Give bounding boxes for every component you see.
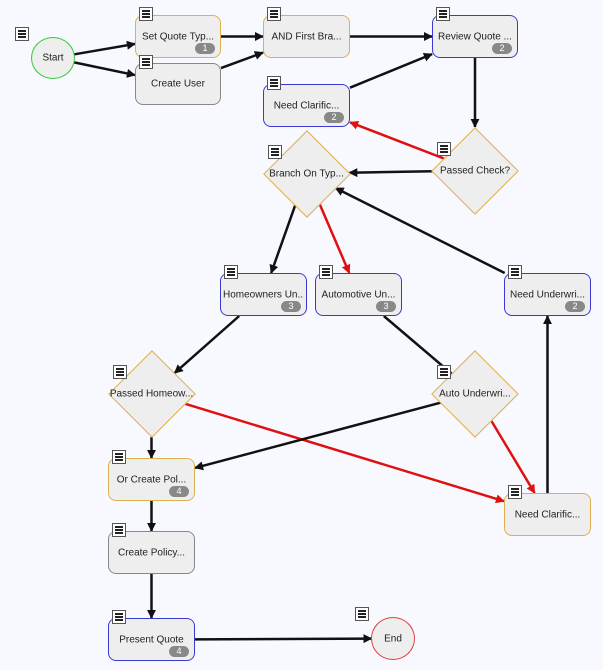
list-menu-icon[interactable] [268, 145, 282, 159]
list-menu-icon[interactable] [267, 7, 281, 21]
list-menu-icon[interactable] [437, 365, 451, 379]
edge-homeowners-underwriting-to-passed-homeowners[interactable] [173, 315, 241, 375]
node-label: Create User [151, 78, 205, 90]
node-and-first-branch[interactable]: AND First Bra... [263, 15, 350, 58]
edge-need-clarification-1-to-review-quote[interactable] [349, 52, 433, 89]
list-menu-icon[interactable] [224, 265, 238, 279]
node-homeowners-underwriting[interactable]: Homeowners Un...3 [220, 273, 307, 316]
list-menu-icon[interactable] [15, 27, 29, 41]
node-create-user[interactable]: Create User [135, 63, 221, 105]
node-label: End [384, 633, 402, 644]
node-label: Homeowners Un... [223, 289, 304, 300]
node-start[interactable]: Start [31, 37, 75, 79]
edge-start-to-set-quote-type[interactable] [73, 40, 136, 56]
list-menu-icon[interactable] [319, 265, 333, 279]
node-or-create-policy[interactable]: Or Create Pol...4 [108, 458, 195, 501]
node-label: Passed Check? [439, 165, 511, 176]
node-label: Auto Underwri... [439, 388, 511, 399]
node-review-quote[interactable]: Review Quote ...2 [432, 15, 518, 58]
node-label: Create Policy... [117, 547, 186, 558]
node-label: AND First Bra... [271, 31, 342, 42]
list-menu-icon[interactable] [508, 265, 522, 279]
node-end[interactable]: End [371, 617, 415, 660]
edge-create-user-to-and-first-branch[interactable] [220, 51, 264, 70]
list-menu-icon[interactable] [267, 76, 281, 90]
node-label: Start [42, 52, 64, 64]
instance-count-badge: 2 [324, 112, 344, 123]
list-menu-icon[interactable] [112, 610, 126, 624]
node-passed-check[interactable]: Passed Check? [431, 126, 519, 215]
instance-count-badge: 1 [195, 43, 215, 54]
node-label: Need Clarific... [514, 509, 581, 520]
edge-passed-check-to-branch-on-type[interactable] [348, 168, 433, 178]
node-need-underwriting[interactable]: Need Underwri...2 [504, 273, 591, 316]
edge-auto-underwriting-check-to-need-clarification-2[interactable] [490, 419, 536, 494]
node-label: Passed Homeow... [109, 388, 194, 399]
edge-start-to-create-user[interactable] [73, 61, 136, 78]
node-passed-homeowners[interactable]: Passed Homeow... [107, 349, 196, 438]
list-menu-icon[interactable] [139, 7, 153, 21]
edge-branch-on-type-to-homeowners-underwriting[interactable] [269, 205, 297, 274]
instance-count-badge: 3 [376, 301, 396, 312]
node-need-clarification-1[interactable]: Need Clarific...2 [263, 84, 350, 127]
edge-need-underwriting-to-branch-on-type[interactable] [334, 186, 506, 275]
instance-count-badge: 2 [565, 301, 585, 312]
list-menu-icon[interactable] [113, 365, 127, 379]
list-menu-icon[interactable] [436, 7, 450, 21]
list-menu-icon[interactable] [508, 485, 522, 499]
edge-auto-underwriting-check-to-or-create-policy[interactable] [194, 401, 442, 471]
list-menu-icon[interactable] [112, 450, 126, 464]
list-menu-icon[interactable] [355, 607, 369, 621]
node-label: Branch On Typ... [269, 168, 344, 179]
instance-count-badge: 4 [169, 486, 189, 497]
node-create-policy[interactable]: Create Policy... [108, 531, 195, 574]
instance-count-badge: 4 [169, 646, 189, 657]
edge-automotive-underwriting-to-auto-underwriting-check[interactable] [382, 315, 453, 375]
node-need-clarification-2[interactable]: Need Clarific... [504, 493, 591, 536]
instance-count-badge: 3 [281, 301, 301, 312]
instance-count-badge: 2 [492, 43, 512, 54]
edge-present-quote-to-end[interactable] [194, 634, 373, 644]
node-auto-underwriting-check[interactable]: Auto Underwri... [431, 349, 519, 438]
edge-passed-homeowners-to-need-clarification-2[interactable] [184, 402, 505, 504]
node-label: Set Quote Typ... [141, 31, 215, 42]
node-label: Need Clarific... [273, 100, 340, 111]
node-label: Automotive Un... [321, 289, 396, 300]
node-automotive-underwriting[interactable]: Automotive Un...3 [315, 273, 402, 316]
list-menu-icon[interactable] [437, 142, 451, 156]
node-label: Present Quote [119, 634, 184, 645]
list-menu-icon[interactable] [139, 55, 153, 69]
node-branch-on-type[interactable]: Branch On Typ... [262, 129, 351, 218]
edge-passed-check-to-need-clarification-1[interactable] [349, 120, 445, 160]
node-set-quote-type[interactable]: Set Quote Typ...1 [135, 15, 221, 58]
list-menu-icon[interactable] [112, 523, 126, 537]
node-label: Or Create Pol... [116, 474, 187, 485]
node-label: Review Quote ... [438, 31, 512, 42]
edge-branch-on-type-to-automotive-underwriting[interactable] [318, 203, 351, 274]
node-label: Need Underwri... [509, 289, 586, 300]
